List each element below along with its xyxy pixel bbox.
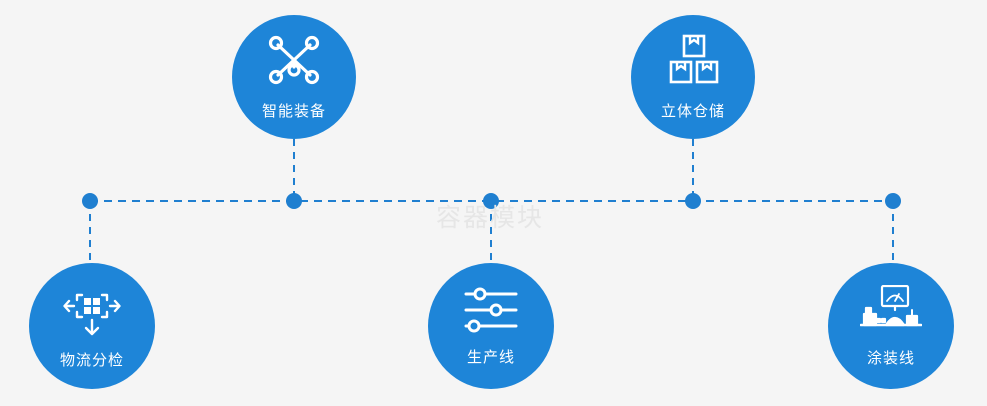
bus-node-smart-equipment[interactable] [286,193,302,209]
node-label-coating: 涂装线 [866,348,915,367]
node-warehouse[interactable]: 立体仓储 [631,15,755,139]
stacked-boxes-icon [665,34,721,86]
node-label-warehouse: 立体仓储 [660,101,725,120]
sorting-arrows-icon [63,283,121,337]
bus-node-warehouse[interactable] [685,193,701,209]
node-coating[interactable]: 涂装线 [828,263,954,389]
node-label-smart-equipment: 智能装备 [261,101,326,120]
node-production[interactable]: 生产线 [428,263,554,389]
network-nodes-icon [267,34,321,86]
bus-node-production[interactable] [483,193,499,209]
factory-monitor-icon [859,284,923,335]
bus-node-coating[interactable] [885,193,901,209]
node-smart-equipment[interactable]: 智能装备 [232,15,356,139]
sliders-icon [463,286,519,334]
node-sorting[interactable]: 物流分检 [29,263,155,389]
bus-node-sorting[interactable] [82,193,98,209]
node-label-sorting: 物流分检 [59,350,124,369]
node-label-production: 生产线 [466,347,515,366]
